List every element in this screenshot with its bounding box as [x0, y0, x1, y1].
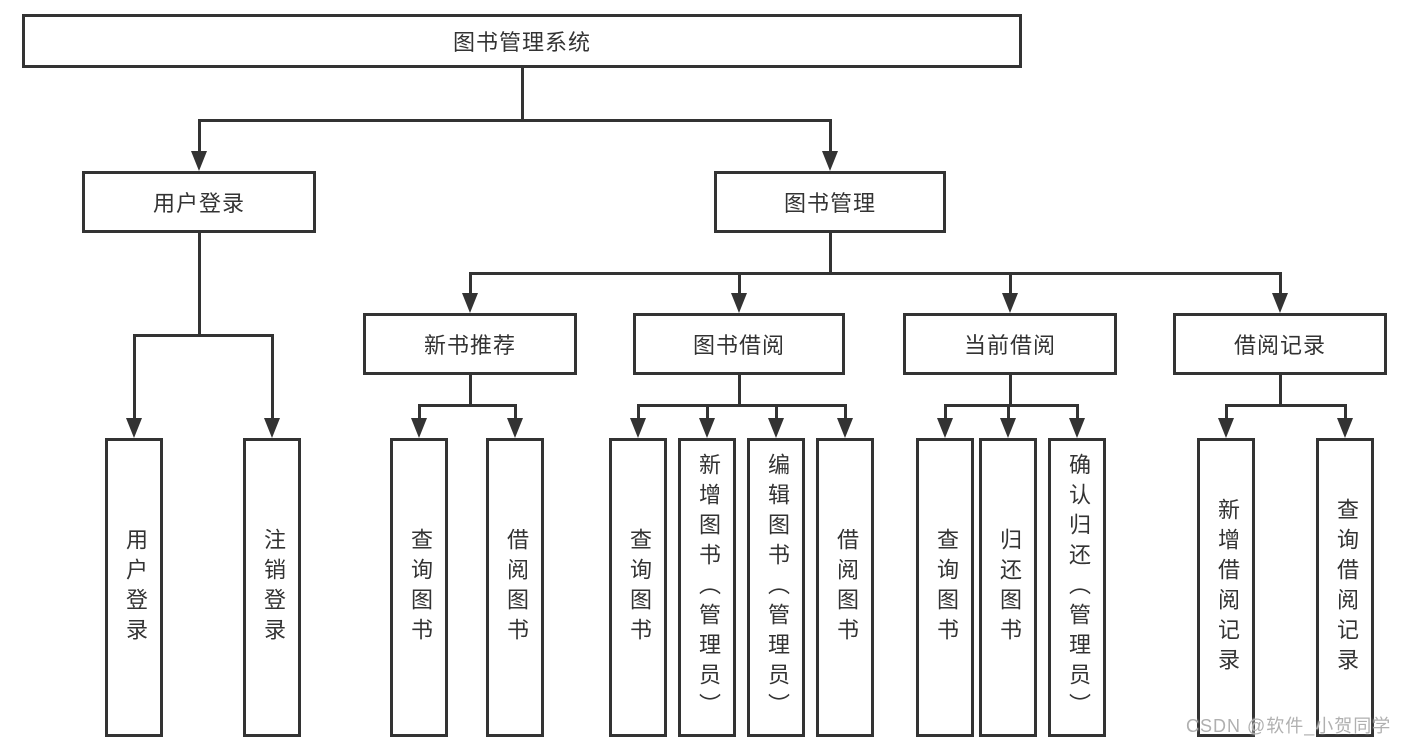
connector-vline: [943, 404, 947, 420]
arrow-down-icon: [462, 293, 478, 313]
connector-hline: [943, 404, 1079, 407]
leaf-user-login: 用户登录: [105, 438, 163, 737]
leaf-return-book: 归还图书: [979, 438, 1037, 737]
node-borrow-records: 借阅记录: [1173, 313, 1387, 375]
csdn-watermark: CSDN @软件_小贺同学: [1186, 716, 1392, 736]
connector-vline: [828, 119, 832, 153]
connector-vline: [1278, 375, 1282, 405]
arrow-down-icon: [1069, 418, 1085, 438]
connector-vline: [417, 404, 421, 420]
connector-vline: [737, 272, 741, 295]
connector-vline: [705, 404, 709, 420]
arrow-down-icon: [699, 418, 715, 438]
connector-vline: [520, 68, 524, 120]
connector-vline: [270, 334, 274, 420]
leaf-add-borrow-record: 新增借阅记录: [1197, 438, 1255, 737]
leaf-query-books-recommend: 查询图书: [390, 438, 448, 737]
connector-vline: [1343, 404, 1347, 420]
arrow-down-icon: [937, 418, 953, 438]
arrow-down-icon: [1272, 293, 1288, 313]
connector-hline: [636, 404, 847, 407]
leaf-borrow-books: 借阅图书: [816, 438, 874, 737]
connector-vline: [636, 404, 640, 420]
node-book-management: 图书管理: [714, 171, 946, 233]
node-user-login: 用户登录: [82, 171, 316, 233]
arrow-down-icon: [731, 293, 747, 313]
arrow-down-icon: [411, 418, 427, 438]
arrow-down-icon: [822, 151, 838, 171]
connector-vline: [1008, 272, 1012, 295]
arrow-down-icon: [264, 418, 280, 438]
leaf-borrow-books-recommend: 借阅图书: [486, 438, 544, 737]
leaf-add-book-admin: 新增图书（管理员）: [678, 438, 736, 737]
connector-vline: [468, 272, 472, 295]
connector-vline: [1224, 404, 1228, 420]
arrow-down-icon: [1218, 418, 1234, 438]
connector-hline: [468, 272, 1282, 275]
node-new-book-recommend: 新书推荐: [363, 313, 577, 375]
arrow-down-icon: [1002, 293, 1018, 313]
connector-vline: [737, 375, 741, 405]
arrow-down-icon: [1000, 418, 1016, 438]
node-book-borrow: 图书借阅: [633, 313, 845, 375]
connector-hline: [1224, 404, 1346, 407]
leaf-logout-login: 注销登录: [243, 438, 301, 737]
leaf-query-books-borrow: 查询图书: [609, 438, 667, 737]
arrow-down-icon: [191, 151, 207, 171]
connector-vline: [468, 375, 472, 405]
connector-vline: [1006, 404, 1010, 420]
arrow-down-icon: [630, 418, 646, 438]
leaf-query-books-current: 查询图书: [916, 438, 974, 737]
connector-vline: [774, 404, 778, 420]
arrow-down-icon: [507, 418, 523, 438]
leaf-confirm-return-admin: 确认归还（管理员）: [1048, 438, 1106, 737]
connector-vline: [513, 404, 517, 420]
connector-vline: [197, 233, 201, 335]
connector-hline: [417, 404, 517, 407]
connector-vline: [197, 119, 201, 153]
arrow-down-icon: [768, 418, 784, 438]
node-root: 图书管理系统: [22, 14, 1022, 68]
connector-hline: [132, 334, 274, 337]
arrow-down-icon: [1337, 418, 1353, 438]
arrow-down-icon: [837, 418, 853, 438]
connector-vline: [828, 233, 832, 273]
connector-vline: [1075, 404, 1079, 420]
connector-vline: [1278, 272, 1282, 295]
leaf-edit-book-admin: 编辑图书（管理员）: [747, 438, 805, 737]
connector-vline: [843, 404, 847, 420]
connector-vline: [132, 334, 136, 420]
connector-vline: [1008, 375, 1012, 405]
leaf-query-borrow-record: 查询借阅记录: [1316, 438, 1374, 737]
connector-hline: [197, 119, 832, 122]
arrow-down-icon: [126, 418, 142, 438]
node-current-borrow: 当前借阅: [903, 313, 1117, 375]
